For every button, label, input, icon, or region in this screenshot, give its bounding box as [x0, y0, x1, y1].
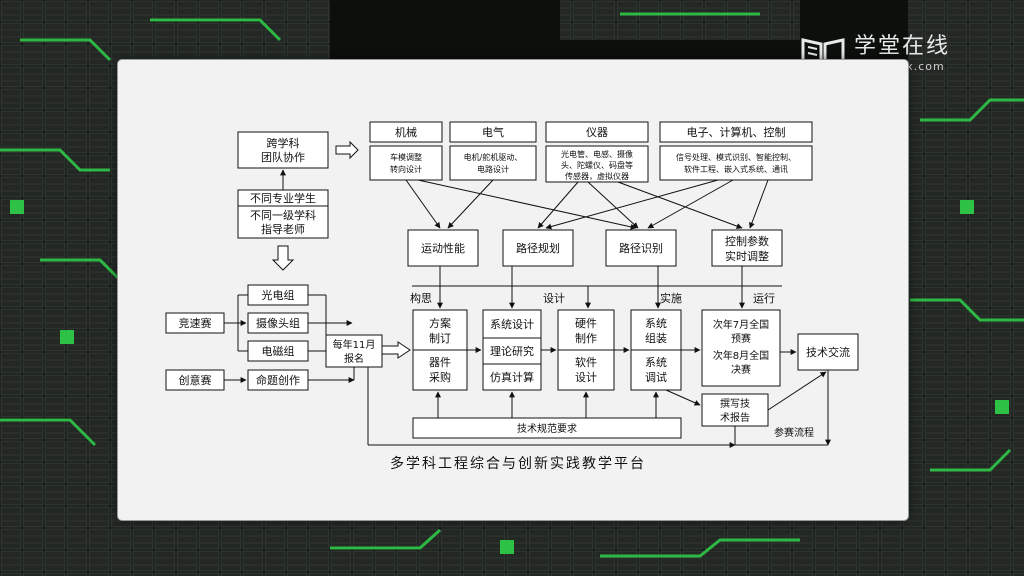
- goal-param-line2: 实时调整: [725, 249, 769, 263]
- stage2-c: 仿真计算: [490, 370, 534, 384]
- elec-detail-1: 电机/舵机驱动、: [464, 152, 523, 162]
- discipline-detail-elec: [449, 145, 537, 181]
- stage5-c: 次年8月全国: [713, 349, 769, 362]
- stage1-c: 器件: [429, 356, 451, 369]
- phase-implement: 实施: [660, 291, 682, 305]
- people-disciplines: 不同一级学科: [250, 208, 316, 222]
- stage3-b: 制作: [575, 332, 597, 345]
- report-line2: 术报告: [720, 411, 750, 424]
- stage4-a: 系统: [645, 317, 667, 330]
- stage2-a: 系统设计: [490, 318, 534, 331]
- goal-param: [711, 229, 783, 267]
- registration-line1: 每年11月: [333, 338, 376, 351]
- discipline-title-ece: [659, 121, 813, 143]
- people-advisors: 指导老师: [261, 222, 305, 236]
- team-line1: 跨学科: [267, 136, 300, 150]
- discipline-title-elec: [449, 121, 537, 143]
- group-optical-text: 光电组: [262, 288, 295, 302]
- stage4-d: 调试: [645, 371, 667, 384]
- report-box: [701, 393, 769, 427]
- goal-motion: [407, 229, 479, 267]
- mech-title: 机械: [395, 125, 417, 139]
- elec-title: 电气: [482, 125, 504, 139]
- inst-title: 仪器: [586, 126, 608, 139]
- group-camera-text: 摄像头组: [256, 316, 300, 330]
- ece-detail-1: 信号处理、模式识别、智能控制、: [676, 152, 796, 162]
- stage3-a: 硬件: [575, 317, 597, 330]
- stage5-b: 预赛: [731, 332, 751, 345]
- phase-conceive: 构思: [410, 291, 432, 305]
- report-line1: 撰写技: [720, 397, 750, 410]
- inst-detail-3: 传感器，虚拟仪器: [565, 171, 629, 181]
- goal-plan-text: 路径规划: [516, 241, 560, 255]
- spec-box: [412, 417, 682, 439]
- logo-chinese-text: 学堂在线: [854, 34, 951, 59]
- exchange-box: [797, 333, 859, 371]
- diagram-title: 多学科工程综合与创新实践教学平台: [390, 455, 646, 472]
- mech-detail-2: 转向设计: [390, 164, 422, 174]
- people-box: [237, 189, 329, 239]
- hollow-arrow-right-top: [335, 140, 359, 160]
- stage5-d: 决赛: [731, 363, 751, 376]
- group-topic-text: 命题创作: [256, 373, 300, 387]
- goal-recog-text: 路径识别: [619, 242, 663, 255]
- hollow-arrow-down: [271, 245, 295, 271]
- goal-motion-text: 运动性能: [421, 241, 465, 255]
- slide-panel: 跨学科 团队协作 不同专业学生 不同一级学科 指导老师 机械 电气 仪器 电子、…: [118, 60, 908, 520]
- inst-detail-2: 头、陀螺仪、码盘等: [561, 160, 633, 170]
- discipline-title-mech: [369, 121, 443, 143]
- teaching-platform-diagram: 跨学科 团队协作 不同专业学生 不同一级学科 指导老师 机械 电气 仪器 电子、…: [165, 121, 859, 472]
- stage1-a: 方案: [429, 316, 451, 330]
- team-line2: 团队协作: [261, 150, 305, 164]
- stage3-c: 软件: [575, 355, 597, 369]
- goal-plan: [502, 229, 574, 267]
- discipline-detail-inst: [545, 145, 649, 183]
- stage3-d: 设计: [575, 371, 597, 384]
- spec-text: 技术规范要求: [517, 422, 577, 435]
- goal-recog: [605, 229, 677, 267]
- creative-contest-text: 创意赛: [179, 373, 212, 387]
- exchange-text: 技术交流: [806, 345, 850, 359]
- people-students: 不同专业学生: [250, 191, 316, 205]
- stage2-b: 理论研究: [490, 344, 534, 358]
- mech-detail-1: 车模调整: [390, 152, 422, 162]
- stage1-b: 制订: [429, 332, 451, 345]
- registration-line2: 报名: [344, 352, 364, 365]
- phase-operate: 运行: [753, 292, 775, 305]
- group-em-text: 电磁组: [262, 344, 295, 358]
- flow-label: 参赛流程: [774, 426, 814, 439]
- stage1-d: 采购: [429, 370, 451, 384]
- hollow-arrow-register: [381, 341, 411, 359]
- ece-title: 电子、计算机、控制: [687, 125, 786, 139]
- stage-operate: [701, 309, 781, 387]
- speed-contest-text: 竞速赛: [179, 316, 212, 330]
- stage4-c: 系统: [645, 356, 667, 369]
- discipline-detail-mech: [369, 145, 443, 181]
- goal-param-line1: 控制参数: [725, 234, 769, 248]
- stage4-b: 组装: [645, 331, 667, 345]
- discipline-detail-ece: [659, 145, 813, 181]
- phase-design: 设计: [543, 292, 565, 305]
- discipline-title-inst: [545, 121, 649, 143]
- elec-detail-2: 电路设计: [477, 164, 509, 174]
- inst-detail-1: 光电管、电感、摄像: [561, 149, 633, 159]
- team-box: [237, 131, 329, 169]
- stage5-a: 次年7月全国: [713, 318, 769, 331]
- ece-detail-2: 软件工程、嵌入式系统、通讯: [684, 164, 788, 174]
